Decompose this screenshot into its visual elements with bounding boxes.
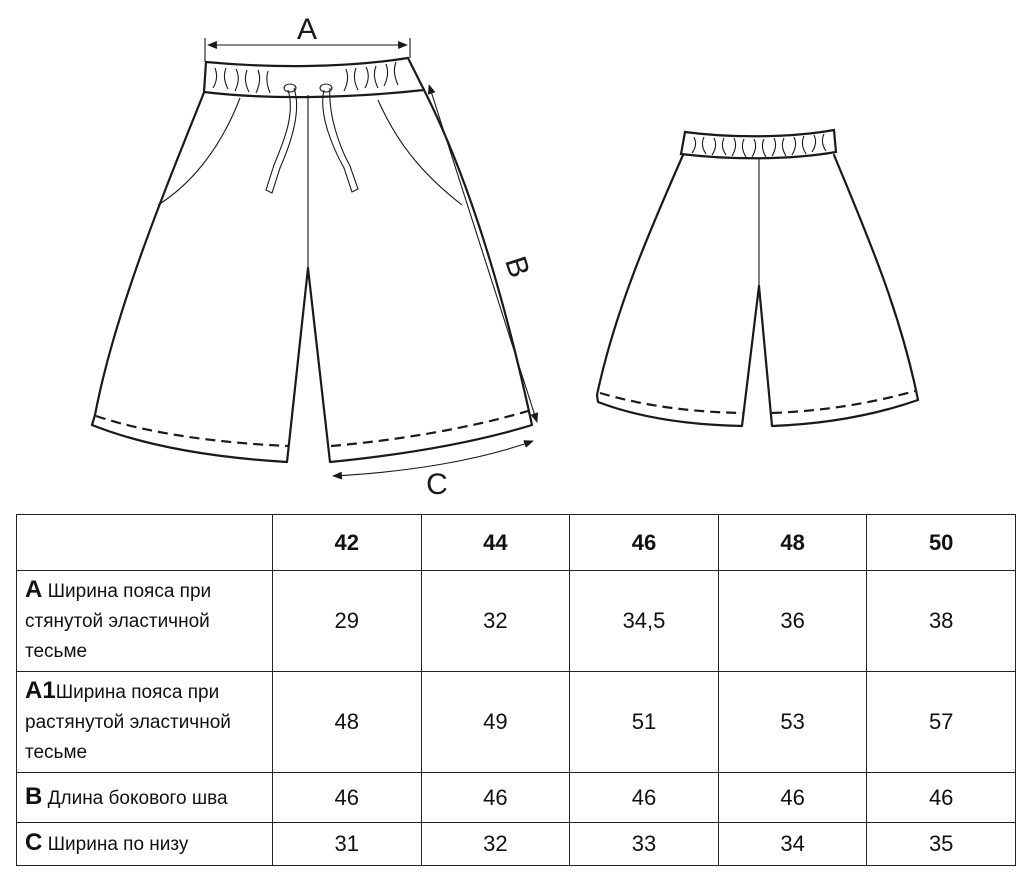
table-cell: 32 [420,822,571,866]
measurement-code: A1 [25,677,56,704]
measurement-description: Ширина по низу [47,834,189,855]
size-header: 48 [717,514,868,571]
table-cell: 38 [866,570,1016,672]
table-cell: 36 [717,570,868,672]
measurement-label: A Ширина пояса при стянутой эластичной т… [16,570,273,672]
dimension-a-label: A [297,13,317,46]
measurement-code: B [25,782,43,810]
measurement-label: C Ширина по низу [16,822,273,866]
table-row: A Ширина пояса при стянутой эластичной т… [16,570,1016,672]
measurement-description: Ширина пояса при стянутой эластичной тес… [25,581,212,662]
measurement-code: A [25,576,43,603]
shorts-diagram: A B C [90,13,920,501]
table-cell: 49 [420,671,571,773]
table-cell: 46 [272,772,422,823]
table-row: B Длина бокового шва 46 46 46 46 46 [16,772,1016,823]
table-cell: 31 [272,822,422,866]
measurement-label: A1Ширина пояса при растянутой эластичной… [16,671,273,773]
measurement-label: B Длина бокового шва [16,772,273,823]
measurement-code: C [25,829,43,856]
size-header: 46 [569,514,719,571]
size-header: 50 [866,514,1016,571]
table-cell: 34,5 [569,570,719,672]
table-cell: 57 [866,671,1016,773]
header-corner-cell [16,514,273,571]
table-cell: 46 [569,772,719,823]
table-cell: 32 [420,570,571,672]
table-cell: 51 [569,671,719,773]
dimension-b-label: B [498,252,536,281]
front-view-shorts [90,38,539,480]
dimension-c-label: C [426,468,448,501]
table-cell: 34 [717,822,868,866]
size-header: 44 [420,514,571,571]
back-waistband-gathers [691,133,827,158]
table-cell: 33 [569,822,719,866]
table-row: C Ширина по низу 31 32 33 34 35 [16,822,1016,866]
size-table: 42 44 46 48 50 A Ширина пояса при стянут… [16,514,1016,866]
measurement-description: Ширина пояса при растянутой эластичной т… [25,682,231,763]
table-cell: 46 [420,772,571,823]
table-cell: 46 [866,772,1016,823]
table-header-row: 42 44 46 48 50 [16,514,1016,571]
back-view-shorts [595,128,920,428]
front-waistband-gathers [212,61,399,94]
table-cell: 46 [717,772,868,823]
measurement-description: Длина бокового шва [47,787,228,809]
table-cell: 48 [272,671,422,773]
table-cell: 53 [717,671,868,773]
table-cell: 29 [272,570,422,672]
table-row: A1Ширина пояса при растянутой эластичной… [16,671,1016,773]
table-cell: 35 [866,822,1016,866]
size-header: 42 [272,514,422,571]
